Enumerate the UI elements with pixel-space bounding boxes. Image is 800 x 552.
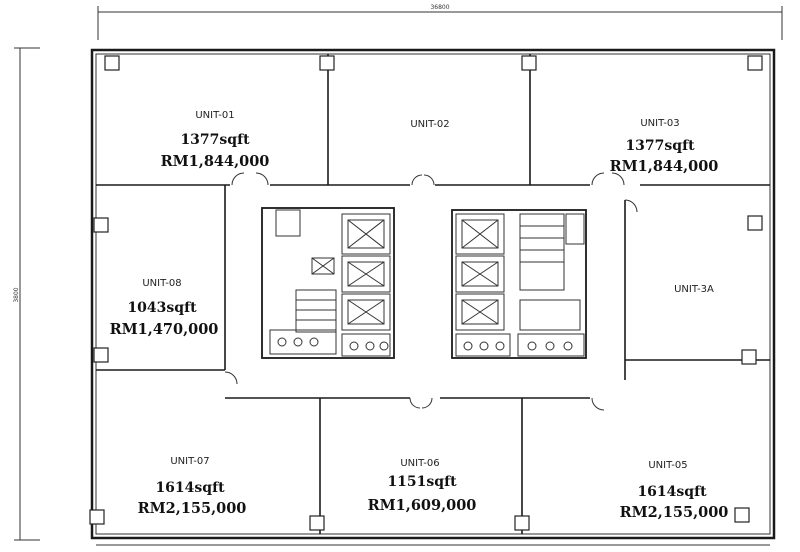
unit-label: UNIT-03 (640, 118, 679, 129)
unit-label: UNIT-01 (195, 110, 234, 121)
unit-area: 1614sqft (637, 484, 707, 500)
unit-label: UNIT-07 (170, 456, 209, 467)
unit-price: RM2,155,000 (138, 500, 247, 517)
structural-columns (89, 55, 763, 531)
unit-label: UNIT-08 (142, 278, 181, 289)
unit-label: UNIT-3A (674, 284, 714, 295)
unit-05[interactable]: UNIT-05 1614sqft RM2,155,000 (620, 460, 729, 521)
unit-area: 1614sqft (155, 480, 225, 496)
unit-02[interactable]: UNIT-02 (410, 119, 449, 130)
width-dimension: 36800 (430, 4, 449, 11)
outer-wall (90, 48, 776, 540)
unit-price: RM1,844,000 (610, 158, 719, 175)
unit-label: UNIT-05 (648, 460, 687, 471)
unit-label: UNIT-02 (410, 119, 449, 130)
unit-06[interactable]: UNIT-06 1151sqft RM1,609,000 (368, 458, 477, 514)
partitions (96, 54, 770, 534)
right-service-core (451, 209, 587, 359)
door-swings (224, 172, 638, 411)
unit-price: RM1,470,000 (110, 321, 219, 338)
unit-03[interactable]: UNIT-03 1377sqft RM1,844,000 (610, 118, 719, 175)
unit-07[interactable]: UNIT-07 1614sqft RM2,155,000 (138, 456, 247, 517)
unit-area: 1151sqft (387, 474, 457, 490)
unit-01[interactable]: UNIT-01 1377sqft RM1,844,000 (161, 110, 270, 170)
unit-price: RM2,155,000 (620, 504, 729, 521)
height-dimension: 3800 (13, 287, 20, 302)
unit-price: RM1,844,000 (161, 153, 270, 170)
unit-area: 1377sqft (180, 132, 250, 148)
inner-wall (95, 53, 771, 535)
unit-area: 1043sqft (127, 300, 197, 316)
unit-label: UNIT-06 (400, 458, 439, 469)
dimension-lines: 36800 3800 (13, 4, 783, 541)
unit-3a[interactable]: UNIT-3A (674, 284, 714, 295)
unit-08[interactable]: UNIT-08 1043sqft RM1,470,000 (110, 278, 219, 338)
unit-area: 1377sqft (625, 138, 695, 154)
left-service-core (261, 207, 395, 359)
unit-price: RM1,609,000 (368, 497, 477, 514)
